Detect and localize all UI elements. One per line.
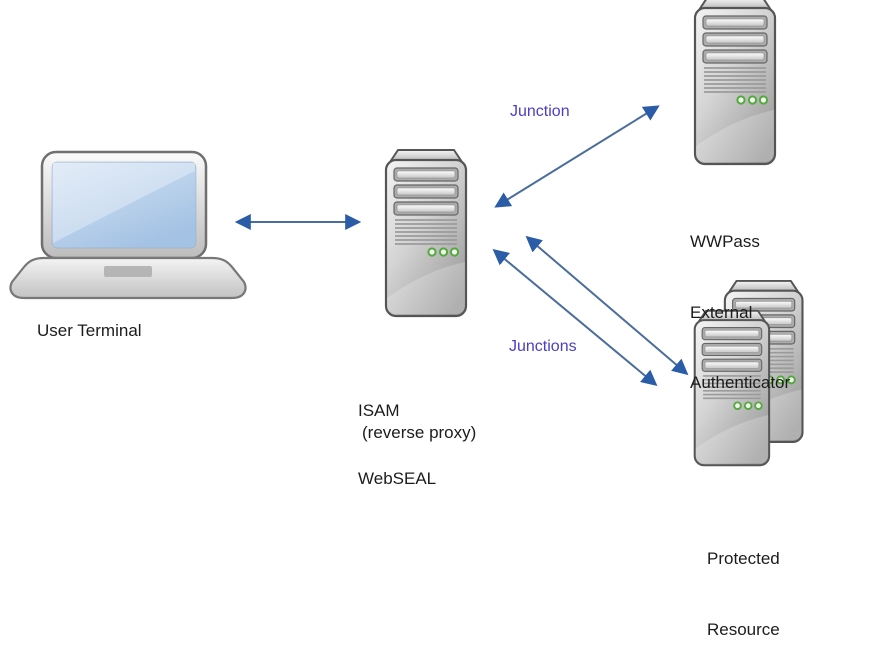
edge-webseal-protected-arrow-2 [525, 235, 689, 376]
isam-webseal-server-icon [384, 148, 468, 318]
diagram-edges [234, 105, 689, 387]
edge-webseal-protected-arrow-1 [492, 248, 658, 387]
user-terminal-laptop-icon [9, 150, 247, 300]
user-terminal-label: User Terminal [37, 321, 142, 340]
wwpass-authenticator-server-icon [693, 0, 777, 166]
junction-edge-label: Junction [510, 103, 570, 120]
protected-resource-label-line1: Protected [707, 549, 780, 568]
edge-webseal-wwpass-arrow [494, 105, 660, 208]
isam-webseal-label: ISAM WebSEAL [358, 355, 436, 513]
junctions-edge-label: Junctions [509, 338, 577, 355]
wwpass-authenticator-label: WWPass External Authenticator [690, 183, 790, 418]
diagram-canvas [9, 0, 804, 467]
wwpass-label-line2: External [690, 302, 753, 322]
wwpass-label-line1: WWPass [690, 232, 760, 251]
reverse-proxy-note: (reverse proxy) [362, 423, 477, 442]
protected-resource-label-line2: Resource [707, 619, 780, 639]
wwpass-label-line3: Authenticator [690, 373, 791, 392]
isam-webseal-label-line2: WebSEAL [358, 468, 437, 488]
protected-resource-label: Protected Resource [707, 500, 780, 665]
isam-webseal-label-line1: ISAM [358, 401, 400, 420]
